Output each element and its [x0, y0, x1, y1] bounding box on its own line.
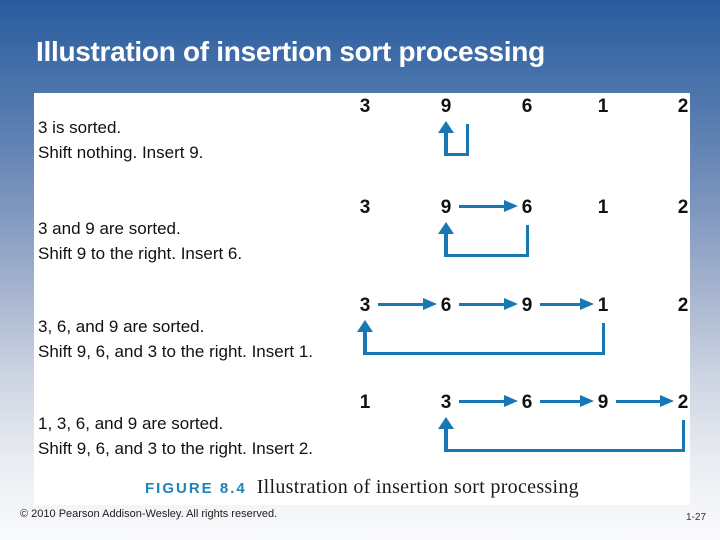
- figure-caption-label: FIGURE 8.4: [145, 480, 247, 497]
- shift-arrow-head-icon: [504, 298, 518, 310]
- insert-hook-vertical: [682, 420, 685, 452]
- step-description-line: Shift 9, 6, and 3 to the right. Insert 2…: [38, 439, 313, 458]
- array-value: 6: [521, 197, 533, 218]
- figure-caption: FIGURE 8.4 Illustration of insertion sort…: [34, 476, 690, 499]
- array-value: 9: [440, 197, 452, 218]
- array-value: 1: [597, 295, 609, 316]
- insert-hook-bottom: [445, 449, 684, 452]
- step-description-line: 3 and 9 are sorted.: [38, 219, 181, 238]
- step-description-line: 1, 3, 6, and 9 are sorted.: [38, 414, 224, 433]
- array-value: 1: [597, 96, 609, 117]
- insert-hook-vertical: [466, 124, 469, 156]
- shift-arrow-shaft: [378, 303, 424, 306]
- insert-hook-bottom: [445, 254, 528, 257]
- insert-arrow-head-icon: [357, 320, 373, 332]
- array-value: 6: [521, 96, 533, 117]
- step-description-line: 3 is sorted.: [38, 118, 122, 137]
- array-value: 1: [359, 392, 371, 413]
- array-value: 3: [359, 295, 371, 316]
- shift-arrow-head-icon: [580, 298, 594, 310]
- shift-arrow-shaft: [616, 400, 661, 403]
- array-value: 2: [677, 295, 689, 316]
- insert-hook-bottom: [364, 352, 604, 355]
- array-value: 2: [677, 392, 689, 413]
- insert-arrow-shaft: [444, 232, 448, 257]
- shift-arrow-shaft: [540, 303, 581, 306]
- shift-arrow-shaft: [459, 400, 505, 403]
- insert-arrow-head-icon: [438, 222, 454, 234]
- array-value: 1: [597, 197, 609, 218]
- insert-arrow-head-icon: [438, 121, 454, 133]
- shift-arrow-head-icon: [504, 200, 518, 212]
- copyright-text: © 2010 Pearson Addison-Wesley. All right…: [20, 508, 278, 520]
- array-value: 9: [521, 295, 533, 316]
- array-value: 9: [440, 96, 452, 117]
- step-description-line: 3, 6, and 9 are sorted.: [38, 317, 205, 336]
- array-value: 2: [677, 197, 689, 218]
- step-description-line: Shift 9, 6, and 3 to the right. Insert 1…: [38, 342, 313, 361]
- insert-hook-vertical: [602, 323, 605, 355]
- array-value: 6: [521, 392, 533, 413]
- step-description-line: Shift 9 to the right. Insert 6.: [38, 244, 243, 263]
- figure-panel: 3 is sorted. Shift nothing. Insert 9. 3 9 6 1…: [34, 93, 690, 505]
- shift-arrow-shaft: [459, 303, 505, 306]
- insert-arrow-shaft: [444, 427, 448, 452]
- insert-arrow-shaft: [444, 131, 448, 156]
- array-value: 6: [440, 295, 452, 316]
- figure-caption-text: Illustration of insertion sort processin…: [256, 476, 579, 498]
- array-value: 9: [597, 392, 609, 413]
- insert-arrow-shaft: [363, 330, 367, 355]
- shift-arrow-head-icon: [580, 395, 594, 407]
- insert-hook-bottom: [445, 153, 468, 156]
- step-description-line: Shift nothing. Insert 9.: [38, 143, 204, 162]
- shift-arrow-head-icon: [660, 395, 674, 407]
- shift-arrow-head-icon: [423, 298, 437, 310]
- page-number: 1-27: [685, 512, 706, 523]
- insert-arrow-head-icon: [438, 417, 454, 429]
- array-value: 3: [359, 197, 371, 218]
- array-value: 3: [440, 392, 452, 413]
- shift-arrow-head-icon: [504, 395, 518, 407]
- shift-arrow-shaft: [459, 205, 505, 208]
- slide-title: Illustration of insertion sort processin…: [36, 36, 545, 67]
- array-value: 3: [359, 96, 371, 117]
- insert-hook-vertical: [526, 225, 529, 257]
- figure-rows: 3 is sorted. Shift nothing. Insert 9. 3 9 6 1…: [34, 93, 690, 505]
- shift-arrow-shaft: [540, 400, 581, 403]
- array-value: 2: [677, 96, 689, 117]
